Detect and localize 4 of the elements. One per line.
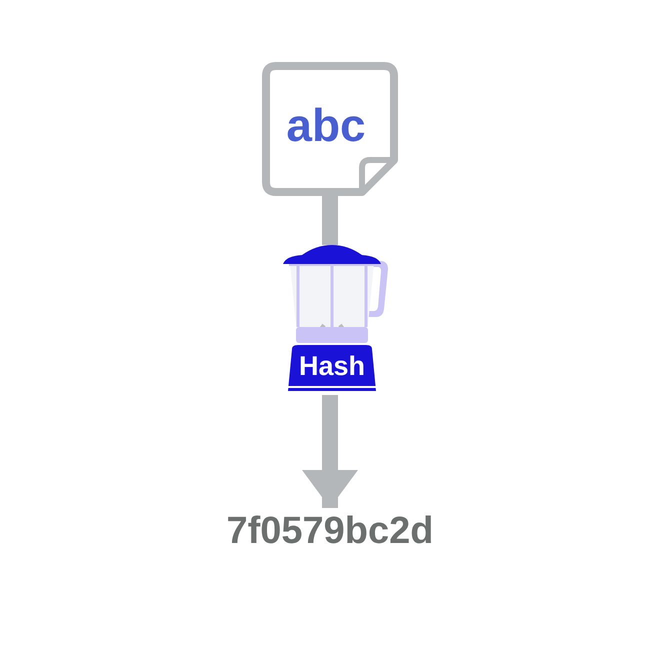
- arrow: [302, 395, 358, 508]
- hash-output-text: 7f0579bc2d: [225, 509, 434, 554]
- blender-label: Hash: [298, 351, 366, 381]
- document-text: abc: [285, 100, 367, 150]
